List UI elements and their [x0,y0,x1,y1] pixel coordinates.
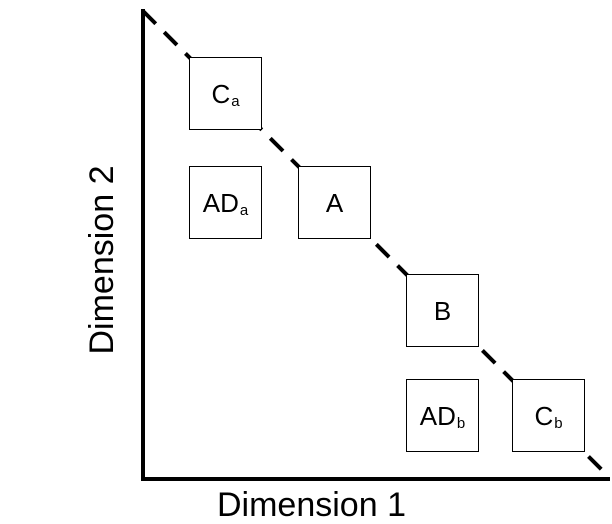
box-ad-a-subscript: a [239,202,249,219]
box-c-a-main-text: C [211,78,231,109]
x-axis-label: Dimension 1 [217,486,406,524]
box-ad-a-main-text: AD [202,187,239,218]
box-ad-b-subscript: b [456,415,466,432]
box-c-b-subscript: b [554,415,563,432]
box-a: A [298,166,371,239]
box-c-a-subscript: a [231,93,240,110]
box-ad-b-main-text: AD [419,400,456,431]
box-a-main-text: A [325,187,344,218]
y-axis-label: Dimension 2 [83,165,121,355]
box-b-main-text: B [433,295,452,326]
box-b: B [406,274,479,347]
box-c-b-main-text: C [534,400,554,431]
